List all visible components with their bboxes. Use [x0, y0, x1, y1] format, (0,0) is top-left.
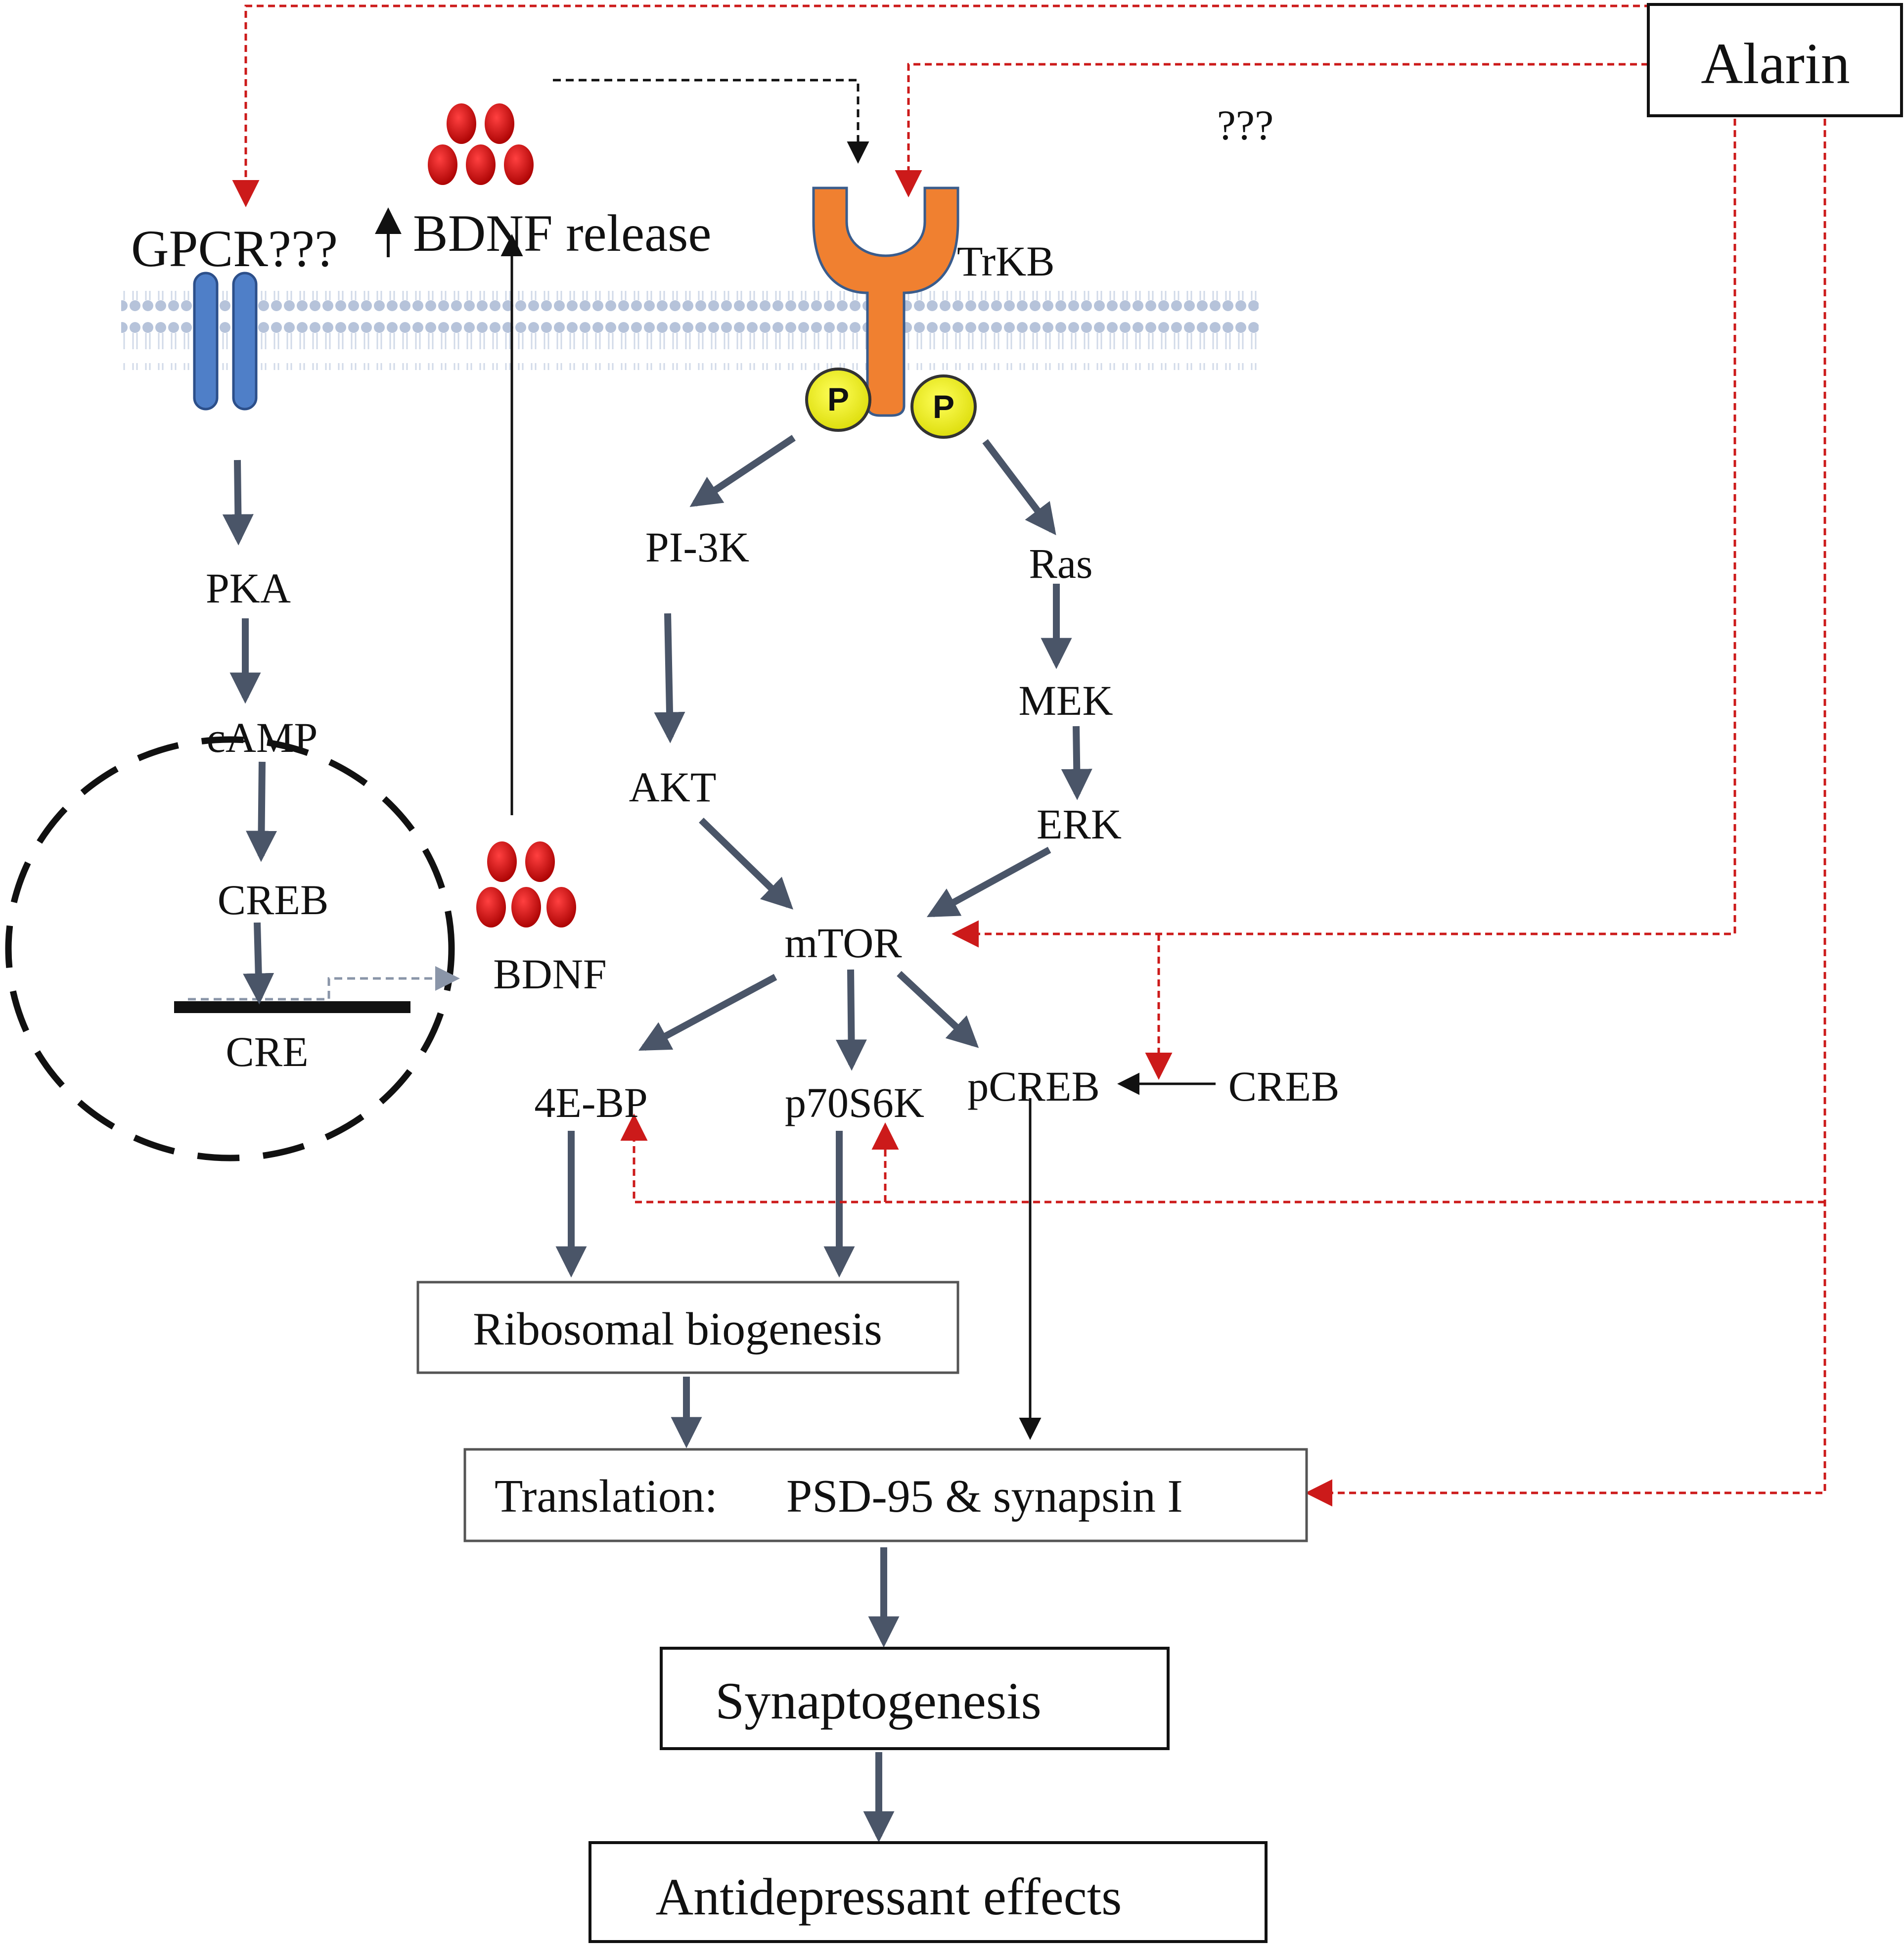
alarin-box — [1647, 3, 1903, 117]
creb-right-label: CREB — [1228, 1063, 1340, 1110]
translation-suffix-label: PSD-95 & synapsin I — [786, 1471, 1183, 1522]
pathway-arrows — [222, 435, 1092, 1843]
pi3k-label: PI-3K — [645, 523, 749, 571]
antidepressant-box — [589, 1841, 1268, 1943]
gpcr-receptor-icon — [193, 272, 258, 411]
gpcr-label: GPCR??? — [131, 220, 338, 278]
ribosomal-box — [416, 1281, 959, 1374]
creb-nucleus-label: CREB — [218, 876, 329, 924]
synaptogenesis-label: Synaptogenesis — [715, 1672, 1042, 1730]
phospho-label-left: P — [827, 381, 849, 417]
bdnf-release-label: BDNF release — [413, 204, 711, 262]
phospho-site-left: P — [805, 368, 871, 432]
antidepressant-label: Antidepressant effects — [656, 1868, 1122, 1926]
nucleus-outline — [5, 736, 455, 1161]
bdnf-dots — [476, 841, 576, 927]
black-arrows — [500, 79, 1216, 1440]
camp-label: cAMP — [207, 714, 318, 761]
translation-box — [463, 1448, 1308, 1542]
unknown-pathway-label: ??? — [1217, 101, 1274, 149]
akt-label: AKT — [629, 763, 717, 811]
trkb-receptor-icon — [812, 186, 959, 417]
cell-membrane — [121, 291, 1259, 370]
erk-label: ERK — [1037, 800, 1122, 848]
ribosomal-label: Ribosomal biogenesis — [473, 1303, 882, 1355]
phospho-label-right: P — [933, 388, 954, 425]
cre-to-bdnf-arrow — [188, 966, 460, 1001]
pka-label: PKA — [206, 564, 291, 612]
ras-label: Ras — [1029, 540, 1093, 587]
synaptogenesis-box — [660, 1647, 1170, 1750]
mtor-label: mTOR — [784, 919, 902, 967]
bdnf-release-dots — [428, 103, 534, 185]
trkb-label: TrKB — [957, 237, 1055, 285]
alarin-label: Alarin — [1701, 31, 1850, 96]
translation-prefix-label: Translation: — [495, 1471, 718, 1522]
mek-label: MEK — [1018, 677, 1113, 724]
4ebp-label: 4E-BP — [534, 1079, 647, 1126]
pcreb-label: pCREB — [967, 1063, 1100, 1110]
cre-label: CRE — [226, 1028, 308, 1075]
p70s6k-label: p70S6K — [785, 1079, 924, 1126]
alarin-connectors — [232, 4, 1826, 1507]
phospho-site-right: P — [910, 374, 977, 439]
bdnf-label: BDNF — [493, 950, 606, 998]
